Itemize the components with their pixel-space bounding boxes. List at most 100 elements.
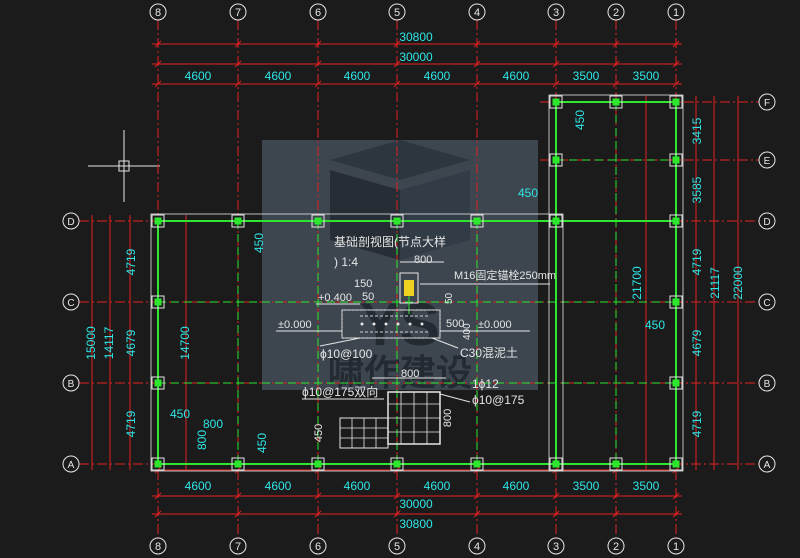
dim-tick [154,492,162,500]
detail-scale: ) 1:4 [334,255,358,269]
column-icon [393,460,401,468]
dim-right-mid: 21117 [708,267,722,299]
column-icon [672,379,680,387]
dim-bay-bottom: 4600 [503,479,530,493]
grid-bubble-top: 8 [155,7,161,19]
detail-dim-500: 500 [446,318,464,330]
dim-overall-top: 30800 [399,30,433,44]
dim-tick [612,40,620,48]
grid-bubble-top: 6 [315,7,321,19]
column-footing-outline [549,95,563,109]
grid-bubble-top: 5 [394,7,400,19]
column-icon [154,379,162,387]
grid-bubble-bottom: 1 [673,541,679,553]
column-icon [672,298,680,306]
dim-left-inner: 4679 [124,329,138,356]
detail-title: 基础剖视图(节点大样 [334,234,446,249]
rebar-note-4: ϕ10@175双向 [302,384,378,399]
column-footing-outline [390,457,404,471]
column-icon [154,298,162,306]
grid-bubble-top: 3 [553,7,559,19]
column-icon [612,460,620,468]
dim-tick [154,60,162,68]
dim-tick [672,40,680,48]
dim-450: 450 [255,433,269,453]
elevation-top: +0.400 [318,292,352,304]
column-icon [552,217,560,225]
dim-tick [393,40,401,48]
foundation-plan-detail: 800 1ϕ12 ϕ10@175 ϕ10@175双向 800 450 [302,368,525,449]
column-footing-outline [311,457,325,471]
column-footing-outline [231,457,245,471]
ucs-cursor-icon [88,130,160,202]
dim-tick [552,60,560,68]
column-icon [552,98,560,106]
dim-tick [154,80,162,88]
column-footing-outline [151,457,165,471]
grid-bubble-left: D [67,217,74,228]
column-footings [151,95,683,471]
grid-bubble-bottom: 4 [474,541,480,553]
column-footing-outline [549,457,563,471]
column-icon [473,460,481,468]
watermark-cn-text: 啸作建设 [328,352,472,393]
column-footing-outline [669,153,683,167]
dim-tick [612,60,620,68]
dim-left-clear: 14700 [178,326,192,360]
dim-right-inner: 4719 [690,248,704,275]
dim-tick [672,510,680,518]
dim-bay-top: 4600 [503,69,530,83]
dim-bay-top: 4600 [344,69,371,83]
dim-right-outer: 22000 [731,266,745,300]
column-footing-outline [470,457,484,471]
dim-450: 450 [573,110,587,130]
column-footing-outline [470,214,484,228]
dim-450: 450 [518,186,538,200]
dim-tick [612,492,620,500]
column-footing-outline [669,457,683,471]
grid-bubble-bottom: 3 [553,541,559,553]
column-footing-outline [609,95,623,109]
grid-bubble-left: C [67,298,74,309]
detail-dim-50-v: 50 [444,292,455,304]
dim-tick [612,80,620,88]
dim-bay-top: 4600 [265,69,292,83]
dim-tick [552,80,560,88]
anchor-bolt-note: M16固定锚栓250mm [454,268,556,282]
column-icon [672,98,680,106]
foundation-outline [150,213,564,472]
column-footing-outline [669,214,683,228]
dim-450: 450 [252,233,266,253]
dim-450: 450 [170,407,190,421]
dim-tick [234,80,242,88]
dimension-texts: 30800 30000 4600 4600 4600 4600 4600 350… [84,30,745,531]
dim-tick [393,80,401,88]
column-icon [234,460,242,468]
column-footing-outline [311,214,325,228]
dim-bay-bottom: 4600 [265,479,292,493]
dim-tick [473,40,481,48]
dim-tick [154,40,162,48]
dim-left-inner: 4719 [124,410,138,437]
dim-tick [552,40,560,48]
column-footing-outline [151,214,165,228]
dim-bay-bottom: 4600 [185,479,212,493]
column-icon [552,460,560,468]
grid-bubble-bottom: 7 [235,541,241,553]
top-grid-bubbles: 8 7 6 5 4 3 2 1 [149,3,685,21]
grid-bubble-bottom: 8 [155,541,161,553]
plan-dim-800: 800 [401,368,419,380]
foundation-section-detail: 基础剖视图(节点大样 ) 1:4 800 M16固定锚栓250mm 150 50… [276,234,556,361]
dim-800: 800 [203,417,223,431]
column-footing-outline [151,295,165,309]
grid-bubble-right: F [764,98,770,109]
column-footing-outline [390,214,404,228]
column-icon [393,217,401,225]
concrete-note: C30混泥土 [460,346,518,360]
column-icon [672,156,680,164]
dim-bay-bottom: 4600 [344,479,371,493]
grid-bubble-left: B [68,379,75,390]
grid-bubble-right: C [763,298,770,309]
dim-800: 800 [195,430,209,450]
